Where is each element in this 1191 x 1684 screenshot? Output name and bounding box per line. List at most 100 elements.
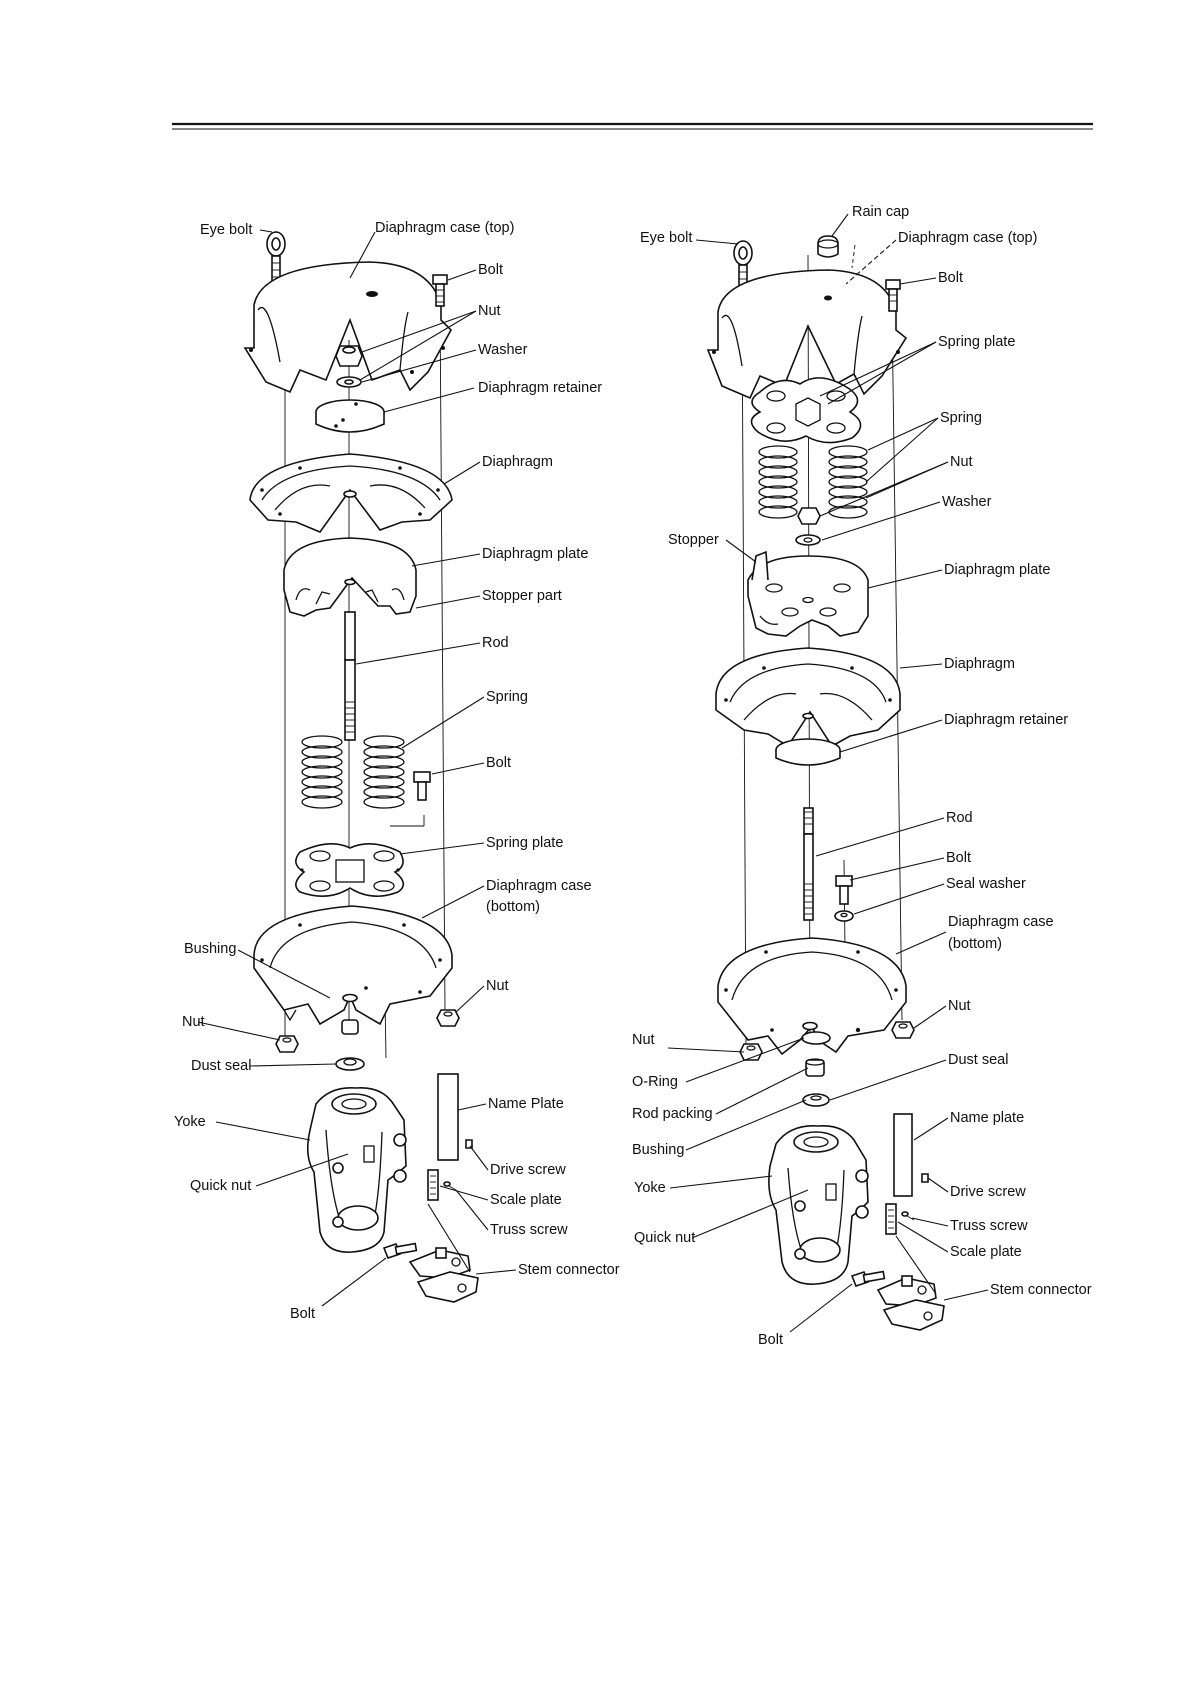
right-label-diaphragm: Diaphragm — [944, 656, 1015, 672]
left-label-bolt-bottom: Bolt — [290, 1306, 315, 1322]
left-label-dust-seal: Dust seal — [191, 1058, 251, 1074]
right-label-drive-screw: Drive screw — [950, 1184, 1026, 1200]
right-name-plate-part — [893, 1113, 929, 1197]
left-yoke-part — [306, 1086, 407, 1253]
right-label-spring-plate: Spring plate — [938, 334, 1015, 350]
right-label-eye-bolt: Eye bolt — [640, 230, 692, 246]
left-label-diaphragm-case-top: Diaphragm case (top) — [375, 220, 514, 236]
right-label-nut-left: Nut — [632, 1032, 655, 1048]
left-label-scale-plate: Scale plate — [490, 1192, 562, 1208]
right-label-nut-top: Nut — [950, 454, 973, 470]
left-label-quick-nut: Quick nut — [190, 1178, 251, 1194]
right-label-quick-nut: Quick nut — [634, 1230, 695, 1246]
right-diaphragm-plate-part — [747, 550, 869, 637]
right-nut-washer-part — [795, 507, 821, 546]
left-label-spring: Spring — [486, 689, 528, 705]
left-label-washer: Washer — [478, 342, 528, 358]
left-rod-part — [344, 611, 356, 741]
left-label-rod: Rod — [482, 635, 509, 651]
left-label-diaphragm-case-bottom: Diaphragm case — [486, 878, 592, 894]
right-label-washer: Washer — [942, 494, 992, 510]
right-label-diaphragm-retainer: Diaphragm retainer — [944, 712, 1068, 728]
left-label-name-plate: Name Plate — [488, 1096, 564, 1112]
right-rod-part — [803, 807, 814, 921]
right-eye-bolt-part — [733, 240, 753, 294]
right-label-stopper: Stopper — [668, 532, 719, 548]
right-rain-cap-part — [817, 235, 839, 258]
right-label-bushing: Bushing — [632, 1142, 684, 1158]
right-label-truss-screw: Truss screw — [950, 1218, 1028, 1234]
left-diaphragm-plate-part — [283, 537, 417, 617]
left-label-diaphragm: Diaphragm — [482, 454, 553, 470]
left-label-yoke: Yoke — [174, 1114, 206, 1130]
left-label-drive-screw: Drive screw — [490, 1162, 566, 1178]
right-label-diaphragm-case-top: Diaphragm case (top) — [898, 230, 1037, 246]
right-springs-part — [758, 445, 868, 519]
right-label-bolt-top: Bolt — [938, 270, 963, 286]
left-diaphragm-case-bottom-part — [253, 905, 453, 1026]
left-label-nut-right: Nut — [486, 978, 509, 994]
right-diaphragm-part — [715, 647, 901, 748]
right-label-bolt-mid: Bolt — [946, 850, 971, 866]
left-spring-plate-part — [295, 843, 405, 897]
right-spring-plate-part — [750, 377, 862, 444]
left-leader-lines — [197, 229, 517, 1307]
right-seal-stack-part — [801, 1031, 831, 1107]
right-exploded-diagram: Rain cap Eye bolt Diaphragm case (top) B… — [632, 204, 1092, 1348]
right-diaphragm-case-bottom-part — [717, 937, 907, 1056]
right-label-yoke: Yoke — [634, 1180, 666, 1196]
left-name-plate-part — [437, 1073, 473, 1161]
left-scale-plate-part — [427, 1169, 457, 1201]
left-label-diaphragm-retainer: Diaphragm retainer — [478, 380, 602, 396]
left-label-nut-left: Nut — [182, 1014, 205, 1030]
right-label-scale-plate: Scale plate — [950, 1244, 1022, 1260]
left-springs-part — [301, 735, 405, 809]
left-exploded-diagram: Eye bolt Diaphragm case (top) Bolt Nut W… — [174, 220, 620, 1322]
left-label-diaphragm-case-bottom-2: (bottom) — [486, 899, 540, 915]
right-label-spring: Spring — [940, 410, 982, 426]
right-bolt-bottom-part — [850, 1270, 886, 1287]
left-label-stem-connector: Stem connector — [518, 1262, 620, 1278]
right-bolt-top-part — [885, 279, 901, 312]
left-stem-connector-part — [408, 1247, 479, 1303]
right-label-diaphragm-case-bottom-2: (bottom) — [948, 936, 1002, 952]
right-label-name-plate: Name plate — [950, 1110, 1024, 1126]
left-bolt-bottom-part — [382, 1242, 418, 1259]
right-label-dust-seal: Dust seal — [948, 1052, 1008, 1068]
left-nut-washer-part — [335, 345, 363, 388]
right-labels: Rain cap Eye bolt Diaphragm case (top) B… — [632, 204, 1092, 1348]
right-label-o-ring: O-Ring — [632, 1074, 678, 1090]
right-label-stem-connector: Stem connector — [990, 1282, 1092, 1298]
left-bushing-dust-seal-part — [335, 1019, 365, 1071]
right-label-rain-cap: Rain cap — [852, 204, 909, 220]
right-label-rod: Rod — [946, 810, 973, 826]
left-bolt-top-part — [432, 274, 448, 307]
left-label-bolt-top: Bolt — [478, 262, 503, 278]
left-diaphragm-case-top-part — [243, 261, 452, 394]
left-label-bushing: Bushing — [184, 941, 236, 957]
right-diaphragm-retainer-part — [775, 738, 841, 766]
right-leader-lines — [667, 213, 989, 1333]
left-label-bolt-mid: Bolt — [486, 755, 511, 771]
right-scale-plate-part — [885, 1203, 915, 1235]
left-labels: Eye bolt Diaphragm case (top) Bolt Nut W… — [174, 220, 620, 1322]
left-label-diaphragm-plate: Diaphragm plate — [482, 546, 588, 562]
right-yoke-part — [768, 1124, 869, 1285]
header-rule — [172, 122, 1093, 130]
right-stem-connector-part — [876, 1275, 945, 1331]
right-label-diaphragm-case-bottom: Diaphragm case — [948, 914, 1054, 930]
right-bolt-seal-washer-part — [834, 875, 854, 922]
right-label-seal-washer: Seal washer — [946, 876, 1026, 892]
right-label-nut-right: Nut — [948, 998, 971, 1014]
left-nuts-bottom-part — [275, 1009, 460, 1053]
left-bolt-mid-part — [390, 771, 431, 827]
left-label-eye-bolt: Eye bolt — [200, 222, 252, 238]
right-label-diaphragm-plate: Diaphragm plate — [944, 562, 1050, 578]
right-label-rod-packing: Rod packing — [632, 1106, 713, 1122]
left-label-spring-plate: Spring plate — [486, 835, 563, 851]
right-diaphragm-case-top-part — [706, 269, 908, 400]
left-label-stopper-part: Stopper part — [482, 588, 562, 604]
left-diaphragm-retainer-part — [315, 399, 385, 433]
